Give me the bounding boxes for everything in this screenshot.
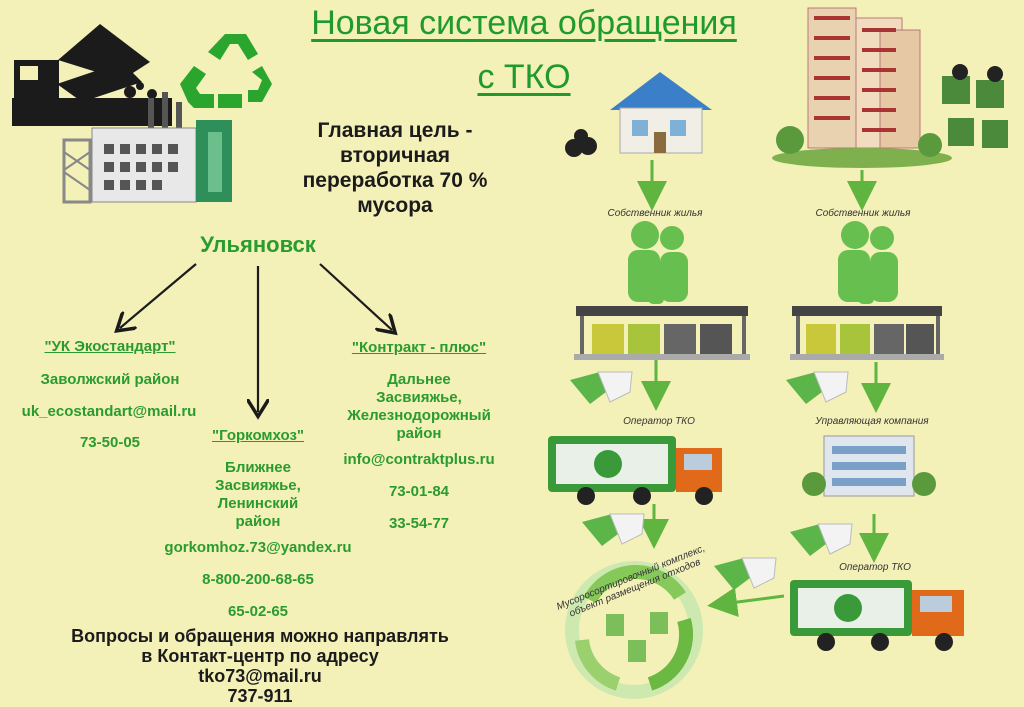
caption-owner-left: Собственник жилья bbox=[607, 208, 703, 219]
org-gorkomhoz-district-line-4: район bbox=[235, 513, 281, 530]
org-gorkomhoz-email[interactable]: gorkomhoz.73@yandex.ru bbox=[164, 539, 352, 556]
org-gorkomhoz-phone-2: 65-02-65 bbox=[227, 603, 289, 620]
org-gorkomhoz-district: Ближнее Засвияжье, Ленинский район bbox=[180, 459, 336, 531]
contact-phone: 737-911 bbox=[227, 686, 293, 706]
dump-truck-icon bbox=[12, 24, 172, 126]
container-site-right-icon bbox=[790, 306, 944, 360]
main-goal: Главная цель - вторичная переработка 70 … bbox=[270, 118, 520, 218]
org-kontrakt-district-line-1: Дальнее bbox=[387, 371, 451, 388]
contact-center-info: Вопросы и обращения можно направлять в К… bbox=[10, 626, 510, 706]
caption-management-company: Управляющая компания bbox=[815, 416, 929, 427]
handshake-icon-1 bbox=[570, 371, 633, 404]
org-gorkomhoz-district-line-3: Ленинский bbox=[217, 495, 299, 512]
org-kontrakt-district: Дальнее Засвияжье, Железнодорожный район bbox=[322, 371, 516, 443]
contact-line-1: Вопросы и обращения можно направлять bbox=[71, 626, 449, 646]
org-kontrakt-phone-2: 33-54-77 bbox=[388, 515, 450, 532]
private-house-icon bbox=[610, 72, 712, 154]
org-gorkomhoz-phone-1: 8-800-200-68-65 bbox=[202, 571, 314, 588]
org-ecostandart-name[interactable]: "УК Экостандарт" bbox=[44, 338, 176, 355]
apartment-buildings-icon bbox=[772, 7, 952, 168]
caption-operator-right: Оператор ТКО bbox=[839, 562, 911, 573]
container-site-left-icon bbox=[574, 306, 750, 360]
family-right-icon bbox=[838, 221, 898, 304]
org-ecostandart-phone: 73-50-05 bbox=[79, 434, 141, 451]
recycle-icon bbox=[180, 34, 272, 108]
org-kontrakt-name[interactable]: "Контракт - плюс" bbox=[351, 339, 487, 356]
goal-line-3: переработка 70 % bbox=[302, 169, 488, 192]
waste-flow-diagram bbox=[548, 7, 1008, 699]
page-title-second-line: с ТКО bbox=[440, 58, 608, 97]
org-ecostandart-email[interactable]: uk_ecostandart@mail.ru bbox=[21, 403, 197, 420]
city-name: Ульяновск bbox=[200, 232, 316, 257]
goal-line-4: мусора bbox=[357, 194, 433, 217]
family-left-icon bbox=[628, 221, 688, 304]
bins-cluster-icon bbox=[942, 64, 1008, 148]
org-gorkomhoz-name[interactable]: "Горкомхоз" bbox=[211, 427, 305, 444]
contact-line-2: в Контакт-центр по адресу bbox=[141, 646, 379, 666]
sorting-complex-icon bbox=[565, 561, 703, 699]
title-line-2: с ТКО bbox=[477, 58, 571, 96]
handshake-icon-5 bbox=[714, 557, 777, 590]
trash-bags-icon bbox=[565, 129, 597, 157]
handshake-icon-3 bbox=[582, 513, 645, 546]
caption-owner-right: Собственник жилья bbox=[815, 208, 911, 219]
goal-line-1: Главная цель - bbox=[317, 119, 473, 142]
caption-operator-left: Оператор ТКО bbox=[623, 416, 695, 427]
org-gorkomhoz-district-line-1: Ближнее bbox=[225, 459, 291, 476]
title-line-1: Новая система обращения bbox=[311, 4, 737, 42]
handshake-icon-4 bbox=[790, 523, 853, 556]
org-kontrakt-email[interactable]: info@contraktplus.ru bbox=[343, 451, 495, 468]
management-company-building-icon bbox=[802, 435, 936, 497]
org-kontrakt-phone-1: 73-01-84 bbox=[388, 483, 450, 500]
org-gorkomhoz-district-line-2: Засвияжье, bbox=[215, 477, 301, 494]
handshake-icon-2 bbox=[786, 371, 849, 404]
org-ecostandart-district: Заволжский район bbox=[40, 371, 180, 388]
contact-email[interactable]: tko73@mail.ru bbox=[198, 666, 322, 686]
org-kontrakt-district-line-3: Железнодорожный bbox=[347, 407, 491, 424]
recycling-plant-icon bbox=[62, 92, 232, 204]
goal-line-2: вторичная bbox=[339, 144, 450, 167]
org-kontrakt-district-line-2: Засвияжье, bbox=[376, 389, 462, 406]
garbage-truck-right-icon bbox=[790, 580, 964, 651]
garbage-truck-left-icon bbox=[548, 436, 722, 505]
org-kontrakt-district-line-4: район bbox=[396, 425, 442, 442]
page-title: Новая система обращения bbox=[262, 4, 786, 43]
